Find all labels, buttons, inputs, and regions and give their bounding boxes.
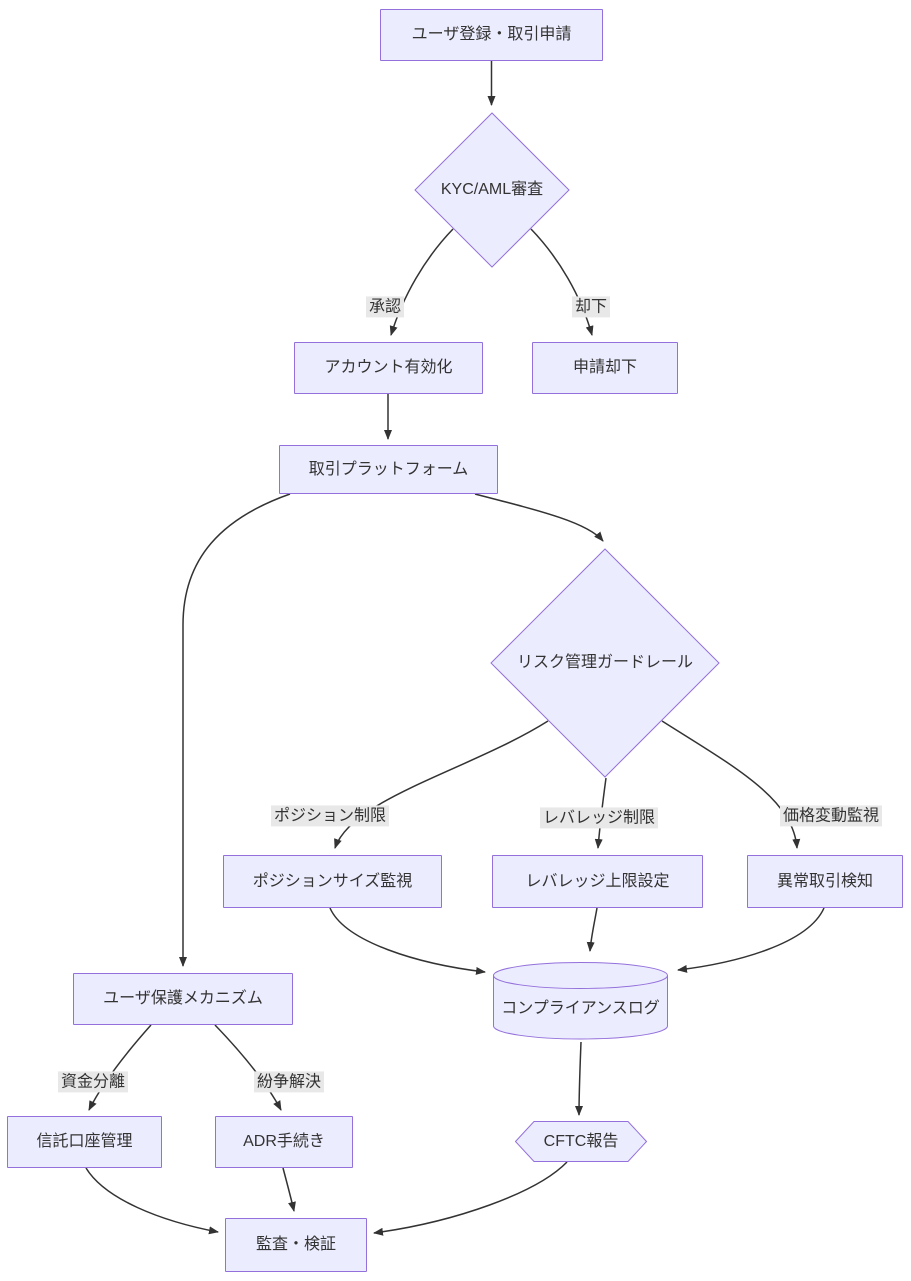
node-label: 監査・検証: [255, 1236, 336, 1254]
node-label: ADR手続き: [243, 1133, 325, 1151]
node-label: コンプライアンスログ: [501, 1000, 660, 1018]
edge-protect-to-adr: [214, 1024, 282, 1111]
node-user-protection: ユーザ保護メカニズム: [73, 973, 293, 1025]
node-position-size-monitoring: ポジションサイズ監視: [223, 855, 442, 908]
edge-kyc-to-activate: [389, 228, 454, 336]
edge-label-fund-segregation: 資金分離: [57, 1071, 129, 1093]
edge-trust-to-audit: [85, 1167, 219, 1235]
node-adr-procedure: ADR手続き: [215, 1116, 353, 1168]
node-anomaly-detection: 異常取引検知: [747, 855, 903, 908]
node-user-registration: ユーザ登録・取引申請: [380, 9, 603, 61]
diamond-shape: [490, 548, 720, 778]
node-label: ユーザ保護メカニズム: [103, 990, 263, 1008]
node-risk-guardrail: リスク管理ガードレール: [490, 548, 720, 778]
node-label: KYC/AML審査: [440, 181, 544, 199]
node-label: 申請却下: [572, 359, 637, 377]
node-kyc-aml-review: KYC/AML審査: [414, 112, 570, 268]
hexagon-shape: [515, 1121, 647, 1162]
cylinder-shape: [493, 962, 668, 1040]
node-label: ユーザ登録・取引申請: [411, 26, 572, 44]
node-label: ポジションサイズ監視: [252, 872, 413, 890]
node-label: アカウント有効化: [324, 359, 453, 377]
node-label: 信託口座管理: [36, 1133, 133, 1151]
node-label: 取引プラットフォーム: [308, 460, 469, 478]
edge-label-price-monitor: 価格変動監視: [779, 805, 883, 827]
node-compliance-log: コンプライアンスログ: [493, 962, 668, 1040]
node-label: 異常取引検知: [776, 872, 873, 890]
edge-protect-to-trust: [88, 1024, 152, 1111]
edge-risk-to-position: [334, 720, 549, 849]
node-account-activation: アカウント有効化: [294, 342, 483, 394]
node-label: リスク管理ガードレール: [516, 654, 693, 672]
node-trust-account-management: 信託口座管理: [7, 1116, 162, 1168]
node-label: CFTC報告: [543, 1132, 619, 1150]
edge-kyc-to-reject: [530, 228, 594, 336]
node-application-rejected: 申請却下: [532, 342, 678, 394]
node-cftc-report: CFTC報告: [515, 1121, 647, 1162]
edge-platform-to-risk: [474, 493, 604, 542]
edge-cftc-to-audit: [373, 1161, 568, 1236]
edge-risk-to-anomaly: [661, 720, 801, 849]
node-label: レバレッジ上限設定: [525, 872, 670, 890]
diamond-shape: [414, 112, 570, 268]
node-leverage-cap-setting: レバレッジ上限設定: [492, 855, 703, 908]
edge-platform-to-protect: [179, 493, 291, 967]
edge-label-approve: 承認: [365, 296, 405, 318]
edge-adr-to-audit: [282, 1167, 296, 1212]
node-trading-platform: 取引プラットフォーム: [279, 445, 498, 494]
edge-anomaly-to-log: [677, 907, 825, 973]
edge-label-dispute-resolution: 紛争解決: [253, 1071, 325, 1093]
edge-leverage-to-log: [586, 907, 598, 952]
edge-log-to-cftc: [575, 1041, 584, 1116]
edge-label-position-limit: ポジション制限: [270, 805, 390, 827]
edge-label-leverage-limit: レバレッジ制限: [539, 807, 659, 829]
edge-label-rejected: 却下: [571, 296, 611, 318]
node-audit-verification: 監査・検証: [225, 1218, 367, 1272]
edge-position-to-log: [329, 907, 486, 975]
